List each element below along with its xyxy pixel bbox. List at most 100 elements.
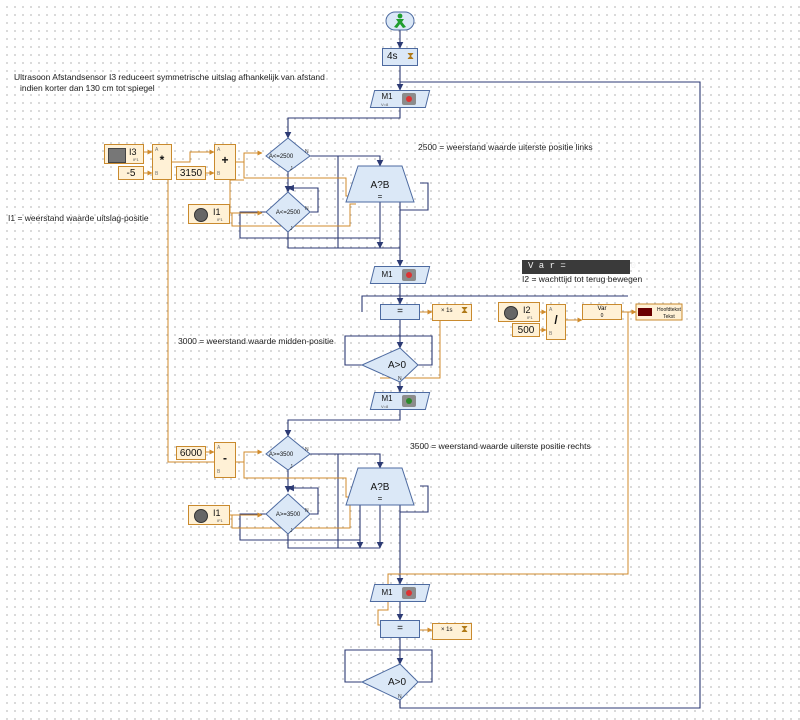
operator-multiply[interactable]: A * B	[152, 144, 172, 180]
sensor-i3-label: I3	[129, 147, 137, 157]
hourglass-icon: ⧗	[460, 305, 468, 316]
note-2500: 2500 = weerstand waarde uiterste positie…	[418, 142, 593, 152]
operator-symbol: -	[223, 451, 227, 465]
decision-a-ge-3500-bottom[interactable]	[265, 493, 311, 535]
sensor-i1-block-bottom[interactable]: I1 IF1	[188, 505, 230, 525]
decision-label: A<=2500	[276, 210, 301, 216]
motor-m1-label: M1	[381, 588, 393, 597]
compare-label: A?B	[371, 180, 390, 191]
const-6000[interactable]: 6000	[176, 446, 206, 460]
start-icon	[394, 13, 406, 28]
wait-4s-block[interactable]: 4s ⧗	[382, 48, 418, 66]
decision-a-ge-3500-top[interactable]	[265, 435, 311, 471]
branch-y-label: J	[290, 464, 293, 470]
operator-subtract[interactable]: A - B	[214, 442, 236, 478]
flow-wires	[239, 30, 701, 709]
note-i1: I1 = weerstand waarde uitslag-positie	[8, 213, 149, 223]
variable-value: 0	[600, 313, 604, 319]
pin-a: A	[155, 147, 159, 153]
motor-m1-label: M1	[381, 394, 393, 403]
pin-b: B	[155, 171, 159, 177]
potentiometer-icon	[504, 306, 518, 320]
data-wires	[144, 149, 637, 633]
branch-n-label: N	[305, 206, 309, 212]
branch-n-label: N	[398, 376, 402, 382]
wait-1s-label: × 1s	[441, 308, 453, 314]
motor-stop-icon	[402, 269, 416, 281]
branch-n-label: N	[305, 149, 309, 155]
note-3000: 3000 = weerstand waarde midden-positie	[178, 336, 334, 346]
text-display-led	[638, 308, 652, 316]
sensor-i3-sub: IF1	[133, 157, 139, 162]
pin-b: B	[217, 469, 221, 475]
variable-block[interactable]: Var 0	[582, 304, 622, 320]
note-i2: I2 = wachttijd tot terug bewegen	[522, 274, 643, 284]
compare-ab-bottom[interactable]	[345, 467, 415, 506]
sensor-i1-sub: IF1	[217, 518, 223, 523]
pin-a: A	[217, 445, 221, 451]
motor-m1-sub: V=8	[381, 404, 389, 409]
compare-label: A?B	[371, 482, 390, 493]
compare-label: =	[378, 494, 383, 503]
assign-block-bottom[interactable]: =	[380, 620, 420, 638]
variable-display: V a r = 0	[522, 260, 636, 274]
title-note-line1: Ultrasoon Afstandsensor I3 reduceert sym…	[14, 72, 325, 82]
decision-label: A>0	[388, 360, 407, 371]
ultrasonic-sensor-icon	[108, 148, 126, 163]
operator-add[interactable]: A + B	[214, 144, 236, 180]
assign-block-mid[interactable]: =	[380, 304, 420, 320]
motor-icon	[402, 395, 416, 407]
decision-label: A>=3500	[276, 512, 301, 518]
pin-a: A	[549, 307, 553, 313]
operator-symbol: /	[554, 313, 558, 327]
wait-4s-label: 4s	[387, 51, 398, 62]
potentiometer-icon	[194, 509, 208, 523]
sensor-i1-block-top[interactable]: I1 IF1	[188, 204, 230, 224]
variable-display-text: V a r = 0	[528, 261, 637, 271]
branch-y-label: J	[290, 226, 293, 232]
branch-y-label: J	[290, 166, 293, 172]
compare-ab-top[interactable]	[345, 165, 415, 203]
motor-stop-dot	[406, 272, 412, 278]
operator-divide[interactable]: A / B	[546, 304, 566, 340]
sensor-i1-label: I1	[213, 508, 221, 518]
decision-a-le-2500-top[interactable]	[265, 137, 311, 173]
const-500[interactable]: 500	[512, 323, 540, 337]
decision-a-gt-0-mid[interactable]	[360, 347, 419, 383]
motor-m1-label: M1	[381, 270, 393, 279]
sensor-i2-label: I2	[523, 305, 531, 315]
operator-symbol: +	[221, 153, 229, 167]
operator-symbol: *	[159, 153, 165, 167]
start-block[interactable]	[385, 11, 415, 31]
sensor-i2-block[interactable]: I2 IF1	[498, 302, 540, 322]
text-display-block[interactable]	[635, 303, 683, 321]
decision-label: A<=2500	[269, 154, 294, 160]
pin-b: B	[549, 331, 553, 337]
motor-icon-dot	[406, 96, 412, 102]
sensor-i3-block[interactable]: I3 IF1	[104, 144, 144, 164]
hourglass-icon: ⧗	[406, 51, 414, 62]
branch-n-label: N	[398, 694, 402, 700]
motor-m1-label: M1	[381, 92, 393, 101]
pin-b: B	[217, 171, 221, 177]
pin-a: A	[217, 147, 221, 153]
compare-label: =	[378, 192, 383, 201]
const-minus5[interactable]: -5	[118, 166, 144, 180]
sensor-i1-sub: IF1	[217, 217, 223, 222]
text-display-label: Tekst	[663, 314, 675, 320]
const-3150[interactable]: 3150	[176, 166, 206, 180]
potentiometer-icon	[194, 208, 208, 222]
branch-y-label: J	[290, 528, 293, 534]
motor-icon	[402, 93, 416, 105]
branch-n-label: N	[305, 508, 309, 514]
wait-1s-block-mid[interactable]: × 1s ⧗	[432, 304, 472, 321]
wait-1s-block-bottom[interactable]: × 1s ⧗	[432, 623, 472, 640]
variable-label: Var	[597, 306, 607, 312]
decision-label: A>0	[388, 677, 407, 688]
decision-a-gt-0-bottom[interactable]	[360, 663, 419, 701]
motor-stop-icon	[402, 587, 416, 599]
motor-stop-dot	[406, 590, 412, 596]
text-display-label: Hoofdtekst	[657, 307, 682, 313]
decision-a-le-2500-bottom[interactable]	[265, 191, 311, 233]
